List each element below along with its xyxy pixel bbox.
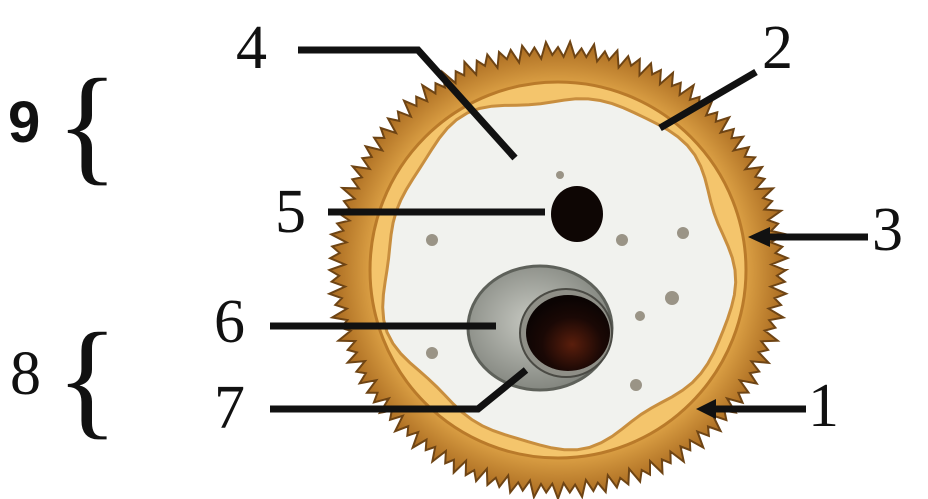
granule [426,347,438,359]
granule [665,291,679,305]
granule [677,227,689,239]
brace-8: { [56,307,118,451]
label-7: 7 [214,374,245,442]
granule [635,311,645,321]
label-2: 2 [762,14,793,82]
granule [426,234,438,246]
label-9: 9 [8,90,40,155]
brace-9: { [56,53,118,197]
label-6: 6 [214,288,245,356]
granule [616,234,628,246]
small-dark-body [551,186,603,242]
label-5: 5 [275,178,306,246]
label-3: 3 [872,196,903,264]
label-8: 8 [10,340,41,408]
nucleolus [526,295,610,371]
granule [556,171,564,179]
granule [630,379,642,391]
label-1: 1 [808,372,839,440]
label-4: 4 [236,14,267,82]
